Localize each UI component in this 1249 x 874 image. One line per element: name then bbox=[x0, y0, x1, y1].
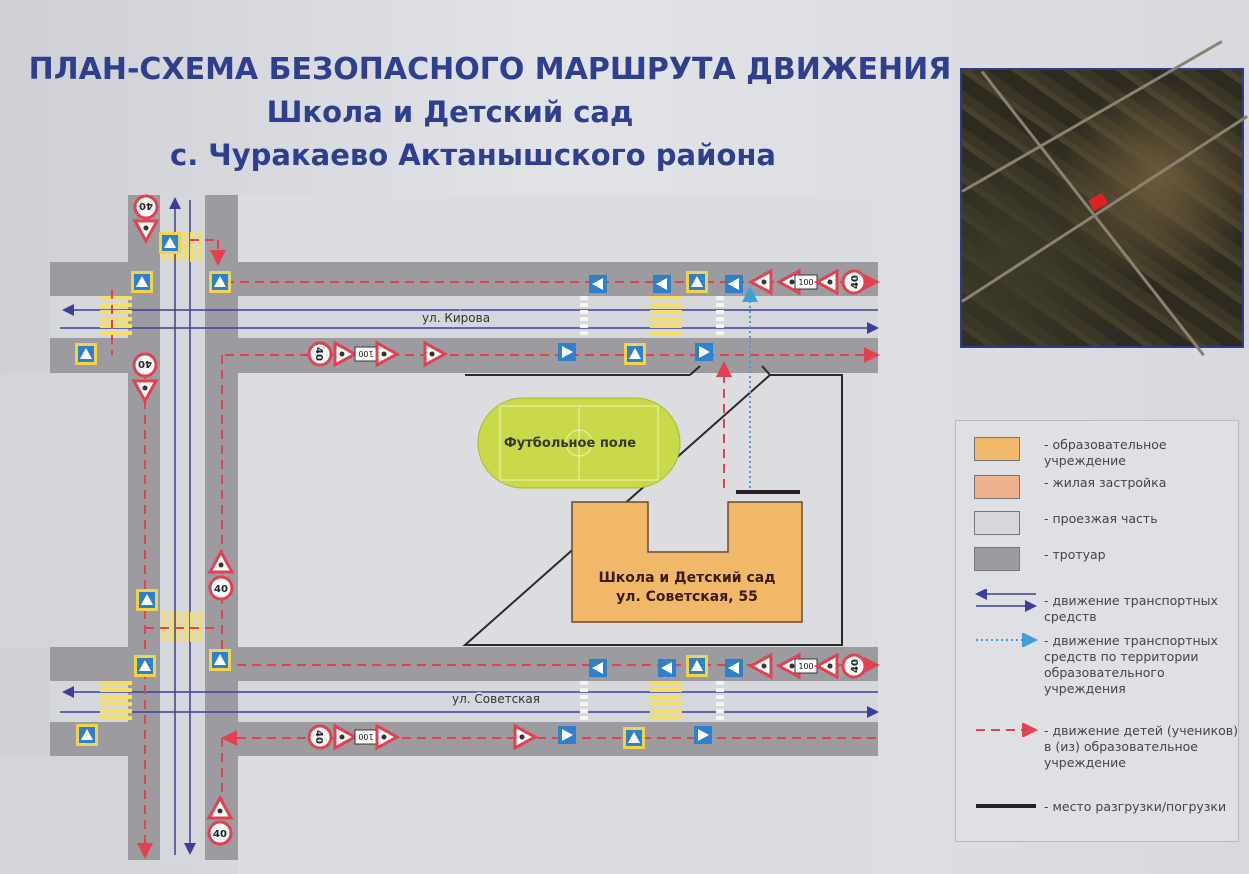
warning-children-sign bbox=[375, 340, 401, 368]
crosswalk-sign bbox=[558, 343, 576, 361]
speed-limit-value: 40 bbox=[313, 730, 324, 744]
school-territory-fence bbox=[462, 374, 843, 646]
crosswalk-marking bbox=[580, 681, 588, 720]
distance-plate: 100 bbox=[354, 346, 378, 362]
speed-limit-sign: 40 bbox=[307, 724, 333, 750]
distance-plate: 100 bbox=[794, 274, 818, 290]
poster-subtitle: Школа и Детский сад bbox=[266, 95, 634, 129]
pedestrian-crossing-sign bbox=[159, 232, 181, 254]
speed-limit-sign: 40 bbox=[841, 653, 867, 679]
warning-children-sign bbox=[375, 723, 401, 751]
street-label-kirova: ул. Кирова bbox=[422, 311, 490, 325]
pedestrian-crossing-sign bbox=[686, 655, 708, 677]
satellite-photo bbox=[960, 40, 1248, 357]
pedestrian-crossing-sign bbox=[686, 271, 708, 293]
school-building: Школа и Детский сад ул. Советская, 55 bbox=[571, 501, 803, 623]
crosswalk-sign bbox=[725, 659, 743, 677]
distance-value: 100 bbox=[358, 732, 373, 741]
warning-children-sign bbox=[813, 652, 839, 680]
speed-limit-value: 40 bbox=[850, 659, 861, 673]
street-vertical bbox=[128, 195, 238, 860]
poster-location: с. Чуракаево Актанышского района bbox=[170, 138, 776, 172]
pedestrian-crossing-sign bbox=[209, 271, 231, 293]
warning-children-sign bbox=[333, 340, 359, 368]
legend: - образовательное учреждение - жилая зас… bbox=[955, 420, 1239, 842]
crosswalk-marking bbox=[580, 296, 588, 335]
crosswalk-sign bbox=[694, 726, 712, 744]
speed-limit-sign: 40 bbox=[307, 341, 333, 367]
football-field: Футбольное поле bbox=[477, 397, 681, 489]
speed-limit-value: 40 bbox=[213, 829, 227, 840]
crosswalk-sign bbox=[589, 659, 607, 677]
distance-value: 100 bbox=[798, 278, 813, 287]
warning-children-sign bbox=[132, 219, 160, 245]
road-signs: 100 40 40 100 40 40 100 40 40 100 40 40 bbox=[75, 194, 867, 846]
pedestrian-crossing-sign bbox=[134, 655, 156, 677]
speed-limit-value: 40 bbox=[313, 347, 324, 361]
pedestrian-crossing-sign bbox=[75, 343, 97, 365]
give-way-sign bbox=[747, 652, 773, 680]
distance-plate: 100 bbox=[354, 729, 378, 745]
speed-limit-value: 40 bbox=[214, 584, 228, 595]
pedestrian-crossing-sign bbox=[624, 343, 646, 365]
distance-value: 100 bbox=[358, 349, 373, 358]
crosswalk bbox=[100, 681, 132, 720]
speed-limit-sign: 40 bbox=[208, 575, 234, 601]
crosswalk bbox=[650, 296, 682, 335]
speed-limit-value: 40 bbox=[850, 275, 861, 289]
pedestrian-crossing-sign bbox=[136, 589, 158, 611]
give-way-sign bbox=[513, 723, 539, 751]
pedestrian-crossing-sign bbox=[76, 724, 98, 746]
speed-limit-sign: 40 bbox=[132, 352, 158, 378]
distance-plate: 100 bbox=[794, 658, 818, 674]
distance-value: 100 bbox=[798, 662, 813, 671]
crosswalk-sign bbox=[558, 726, 576, 744]
warning-children-sign bbox=[131, 379, 159, 405]
pedestrian-crossing-sign bbox=[209, 649, 231, 671]
crosswalk-sign bbox=[658, 659, 676, 677]
crosswalk-sign bbox=[653, 275, 671, 293]
school-label: Школа и Детский сад bbox=[598, 570, 775, 586]
speed-limit-sign: 40 bbox=[207, 820, 233, 846]
speed-limit-value: 40 bbox=[138, 358, 152, 369]
crosswalk-sign bbox=[695, 343, 713, 361]
give-way-sign bbox=[747, 268, 773, 296]
speed-limit-sign: 40 bbox=[133, 194, 159, 220]
poster-title: ПЛАН-СХЕМА БЕЗОПАСНОГО МАРШРУТА ДВИЖЕНИЯ bbox=[28, 52, 952, 87]
crosswalk-marking bbox=[716, 296, 724, 335]
warning-children-sign bbox=[207, 548, 235, 574]
speed-limit-sign: 40 bbox=[841, 269, 867, 295]
pedestrian-crossing-sign bbox=[623, 727, 645, 749]
crosswalk-sign bbox=[589, 275, 607, 293]
crosswalk-marking bbox=[716, 681, 724, 720]
speed-limit-value: 40 bbox=[139, 200, 153, 211]
crosswalk bbox=[100, 296, 132, 335]
vehicle-flow-lines bbox=[60, 197, 879, 855]
street-label-sovetskaya: ул. Советская bbox=[452, 692, 540, 706]
give-way-sign bbox=[423, 340, 449, 368]
warning-children-sign bbox=[813, 268, 839, 296]
warning-children-sign bbox=[206, 794, 234, 820]
football-field-label: Футбольное поле bbox=[504, 436, 636, 451]
crosswalk-sign bbox=[725, 275, 743, 293]
warning-children-sign bbox=[333, 723, 359, 751]
school-address: ул. Советская, 55 bbox=[616, 589, 758, 605]
crosswalk bbox=[650, 681, 682, 720]
pedestrian-crossing-sign bbox=[131, 271, 153, 293]
